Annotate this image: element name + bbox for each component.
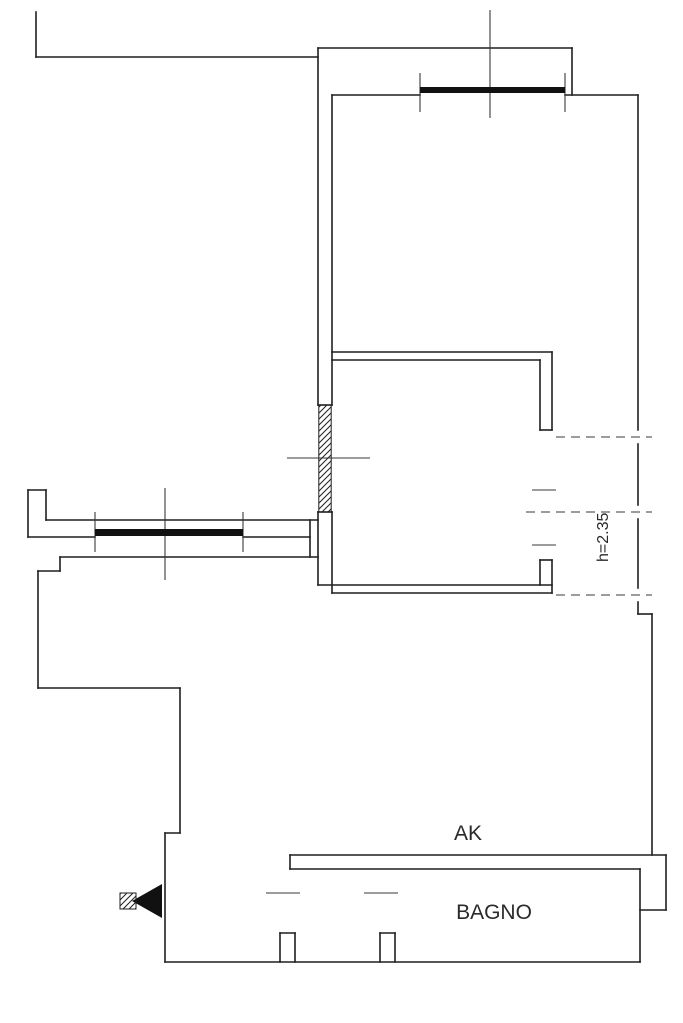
window-symbol-left [95, 529, 243, 536]
window-symbol-top [420, 87, 565, 93]
hatched-window-symbol [318, 404, 332, 513]
height-annotation: h=2.35 [595, 513, 612, 562]
room-label-ak: AK [454, 822, 482, 845]
walls [27, 11, 667, 963]
dashed-opening-lines [526, 436, 652, 596]
entrance-door-icon [119, 884, 162, 918]
room-label-bagno: BAGNO [456, 901, 532, 924]
